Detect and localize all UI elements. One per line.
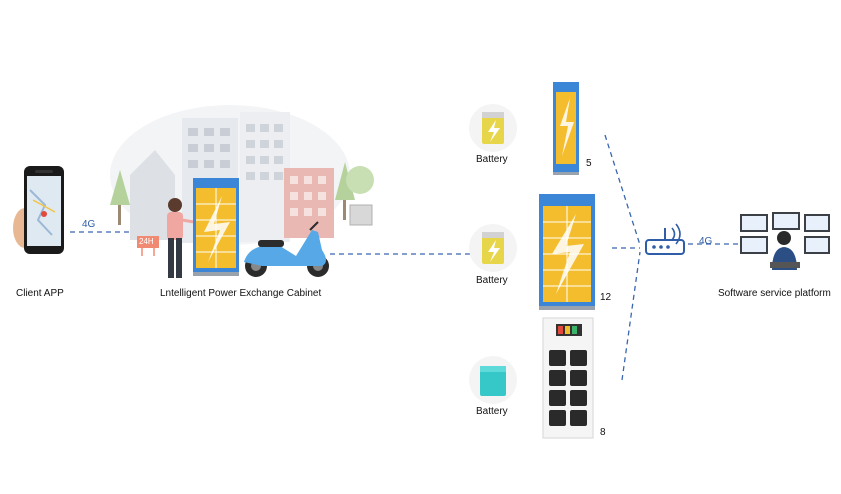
battery-bot-label: Battery: [476, 406, 508, 417]
cabinet-5-icon: [553, 82, 579, 175]
battery-mid-label: Battery: [476, 275, 508, 286]
cabinet-12-icon: [539, 194, 595, 310]
connection-lines: [70, 134, 738, 381]
scooter-icon: [244, 221, 329, 277]
link-router-cabinet-5: [604, 134, 641, 246]
cabinet-12-count: 12: [600, 292, 612, 303]
link-4g-client-label: 4G: [82, 219, 96, 230]
client-phone-icon: [13, 166, 64, 254]
cabinet-8-count: 8: [600, 427, 606, 438]
battery-bot-icon: [469, 356, 517, 404]
city-buildings-icon: [110, 105, 374, 245]
battery-top-icon: [469, 104, 517, 152]
battery-top-label: Battery: [476, 154, 508, 165]
battery-mid-icon: [469, 224, 517, 272]
power-exchange-cabinet-icon: [193, 178, 239, 276]
person-icon: [167, 198, 195, 278]
client-app-label: Client APP: [16, 288, 64, 299]
cabinet-5-count: 5: [586, 158, 592, 169]
link-router-cabinet-8: [621, 251, 641, 381]
router-icon: [645, 223, 685, 255]
sign-24h-text: 24H: [139, 237, 154, 246]
link-4g-platform-label: 4G: [699, 236, 713, 247]
sign-24h: [137, 236, 159, 256]
cabinet-8-icon: [542, 317, 594, 439]
cabinet-label: Lntelligent Power Exchange Cabinet: [160, 288, 322, 299]
platform-label: Software service platform: [718, 288, 831, 299]
monitoring-platform-icon: [740, 212, 830, 270]
